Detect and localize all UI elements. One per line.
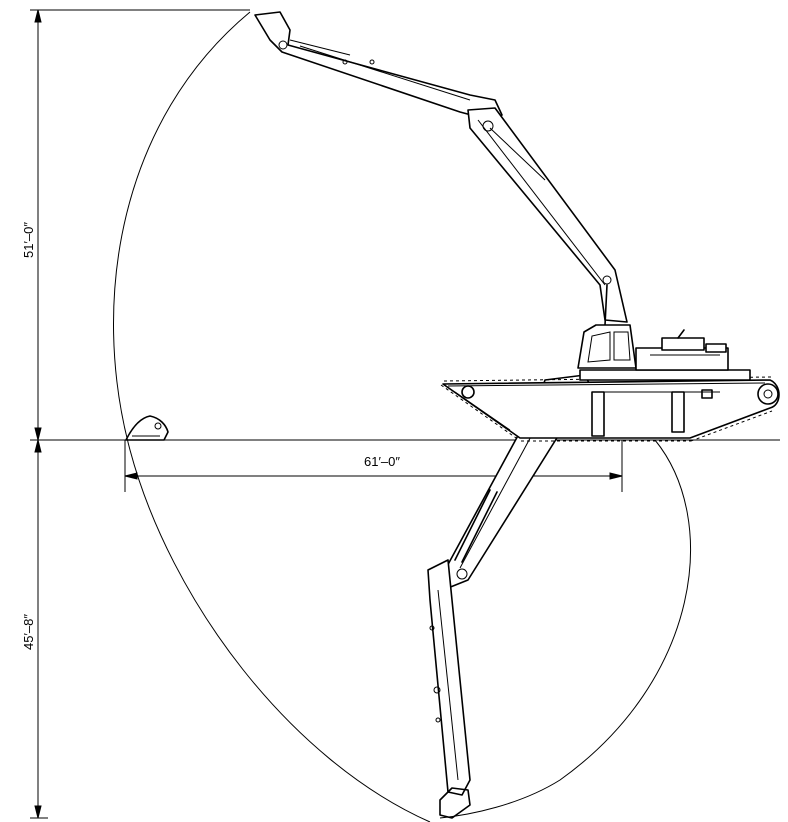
- reach-dimension-label: 61′–0″: [364, 454, 400, 469]
- reach-envelope-arc: [113, 11, 691, 822]
- excavator-upper-structure: [577, 324, 751, 381]
- excavator-arm-raised: [254, 11, 628, 326]
- depth-dimension-label: 45′–8″: [21, 614, 36, 650]
- reach-dimension: [124, 440, 623, 492]
- amphibious-undercarriage: [440, 376, 780, 442]
- bucket-at-ground-reach: [125, 415, 169, 441]
- height-dimension-label: 51′–0″: [21, 222, 36, 258]
